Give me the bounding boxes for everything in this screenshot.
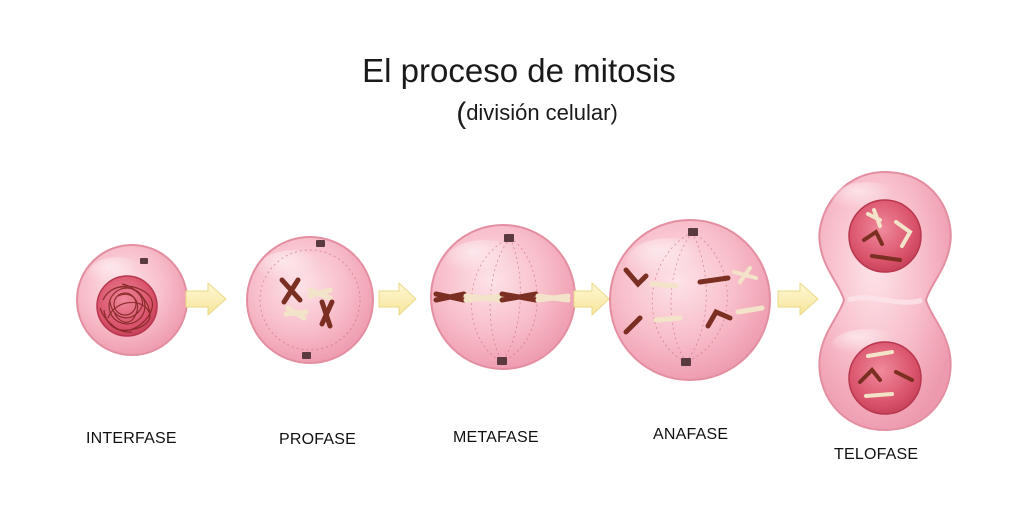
label-metafase: METAFASE	[453, 429, 539, 446]
page-title: El proceso de mitosis	[362, 52, 676, 89]
prophase-cell	[246, 236, 374, 364]
centrosome	[504, 234, 514, 242]
chromosomes	[279, 277, 335, 329]
arrow-icon	[573, 281, 610, 317]
label-profase: PROFASE	[279, 431, 356, 448]
anaphase-cell	[609, 219, 771, 381]
subtitle-close-paren: )	[610, 100, 618, 125]
label-telofase: TELOFASE	[834, 446, 919, 463]
centrosome	[681, 358, 691, 366]
arrow-icon	[777, 281, 819, 317]
chromatin	[99, 283, 153, 333]
spindle-fibers	[651, 231, 728, 363]
arrow-icon	[378, 281, 417, 317]
telophase-cell	[818, 170, 952, 432]
centrosome	[316, 240, 325, 247]
centrosome	[688, 228, 698, 236]
interphase-cell	[76, 244, 188, 356]
chromosomes	[623, 266, 765, 335]
label-anafase: ANAFASE	[653, 426, 729, 443]
nuclear-envelope	[259, 249, 361, 351]
chromosomes	[858, 208, 914, 398]
metaphase-cell	[430, 224, 576, 370]
centrosome	[140, 258, 148, 264]
chromosomes	[433, 291, 571, 303]
centrosome	[302, 352, 311, 359]
nucleus-top	[848, 199, 922, 273]
arrow-icon	[185, 281, 227, 317]
nucleus	[96, 275, 158, 337]
subtitle-text: división celular	[466, 100, 611, 125]
centrosome	[497, 357, 507, 365]
page-subtitle: (división celular)	[26, 97, 1022, 131]
subtitle-open-paren: (	[456, 97, 467, 130]
label-interfase: INTERFASE	[86, 430, 177, 447]
